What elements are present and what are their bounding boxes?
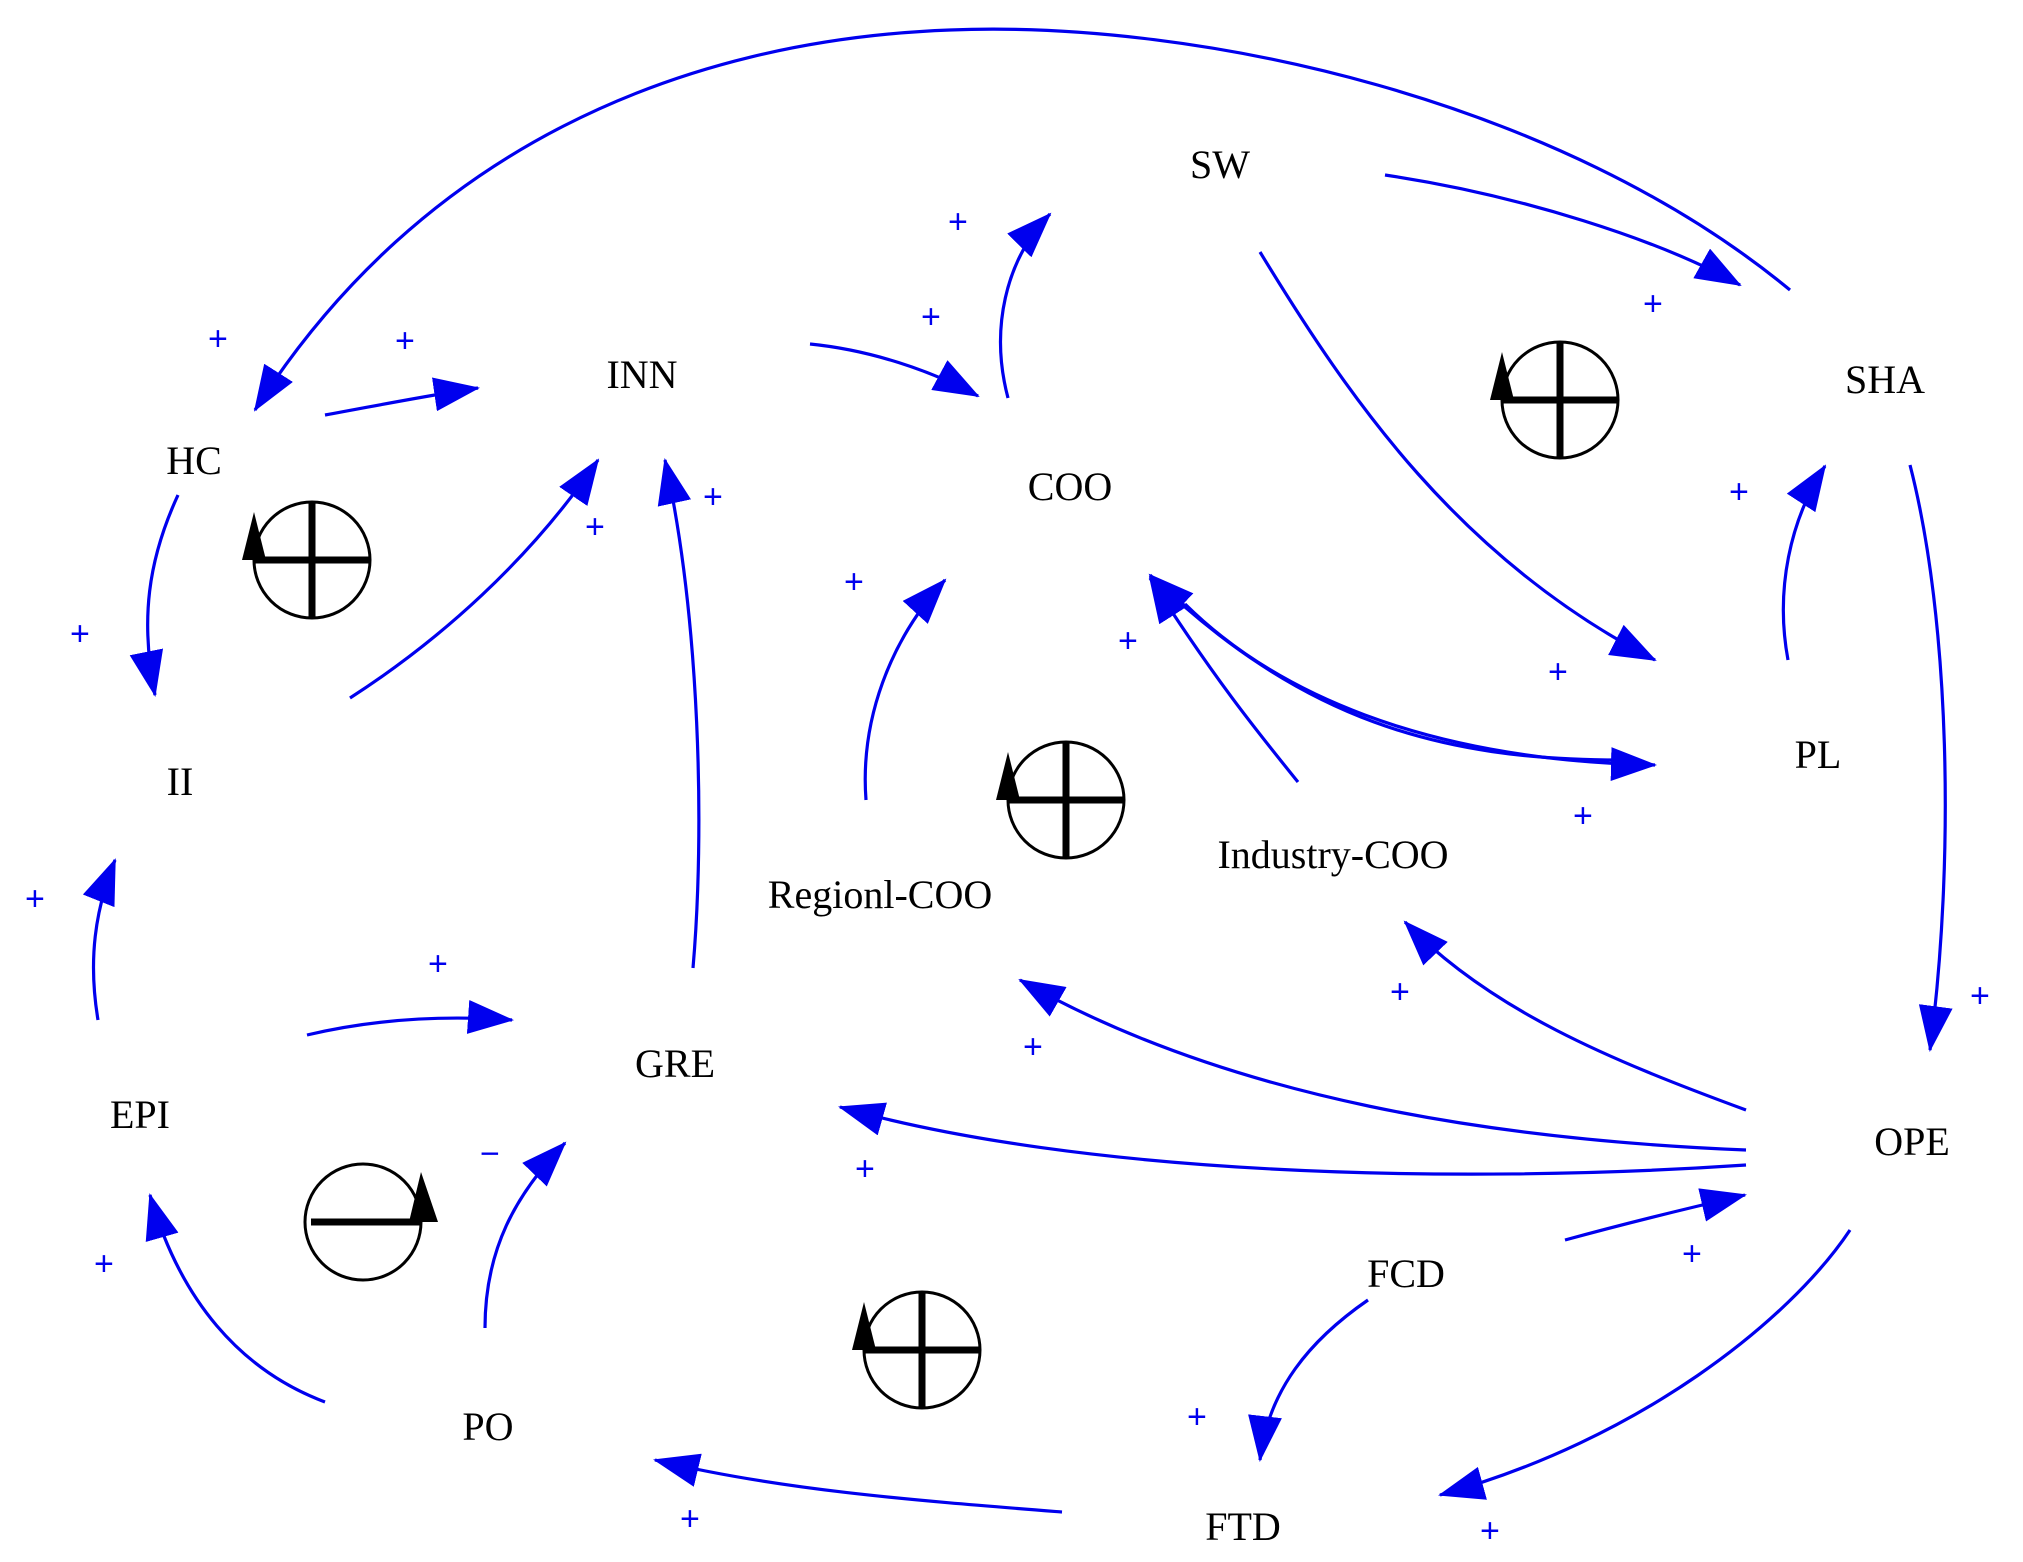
polarity-hc-inn: +	[395, 322, 415, 360]
polarity-ope-industry: +	[1390, 973, 1410, 1011]
node-fcd: FCD	[1367, 1251, 1445, 1296]
polarity-epi-gre: +	[428, 945, 448, 983]
reinforcing-loop-icon	[1490, 340, 1620, 460]
edge-sw-to-sha	[1384, 173, 1742, 287]
polarity-po-gre: −	[480, 1135, 500, 1173]
node-pl: PL	[1795, 732, 1842, 777]
polarity-sha-ope: +	[1970, 977, 1990, 1015]
edge-sha-to-ope	[1908, 464, 1953, 1052]
balancing-loop-icon	[303, 1162, 438, 1282]
node-sw: SW	[1190, 142, 1250, 187]
polarity-regional-coo: +	[844, 563, 864, 601]
polarity-pl-sha: +	[1729, 473, 1749, 511]
edge-fcd-to-ftd	[1248, 1298, 1369, 1462]
polarity-coo-pl: +	[1573, 797, 1593, 835]
polarity-sw-coo: +	[948, 203, 968, 241]
loop-markers	[242, 340, 1620, 1410]
reinforcing-loop-icon	[996, 740, 1126, 860]
edge-sha-to-hc	[253, 27, 1792, 412]
polarity-sw-sha: +	[1643, 285, 1663, 323]
edge-ftd-to-po	[653, 1453, 1063, 1514]
reinforcing-loop-icon	[852, 1290, 982, 1410]
node-hc: HC	[166, 438, 222, 483]
polarity-fcd-ftd: +	[1187, 1398, 1207, 1436]
edge-ope-to-ftd	[1438, 1229, 1852, 1500]
edges	[82, 27, 1953, 1514]
polarity-epi-ii: +	[25, 880, 45, 918]
edge-regional-coo-to-coo	[863, 578, 947, 801]
node-epi: EPI	[110, 1092, 170, 1137]
node-inn: INN	[606, 352, 677, 397]
polarity-po-epi: +	[94, 1245, 114, 1283]
edge-coo-to-sw	[998, 212, 1052, 399]
polarity-gre-inn: +	[703, 478, 723, 516]
edge-fcd-to-ope	[1564, 1188, 1747, 1242]
node-coo: COO	[1028, 464, 1112, 509]
polarity-ope-ftd: +	[1480, 1512, 1500, 1550]
node-gre: GRE	[635, 1041, 715, 1086]
polarity-ftd-po: +	[680, 1500, 700, 1538]
edge-hc-to-inn	[324, 377, 480, 417]
nodes: SW SHA INN HC COO PL II Regionl-COO Indu…	[110, 142, 1950, 1549]
reinforcing-loop-icon	[242, 500, 372, 620]
edge-epi-to-ii	[82, 858, 117, 1021]
edge-pl-to-coo	[1148, 573, 1621, 762]
edge-hc-to-ii	[129, 494, 180, 697]
node-ope: OPE	[1874, 1119, 1950, 1164]
polarities: + + + + + + + + + + + + + + + + + + + − …	[25, 203, 1990, 1550]
edge-ope-to-industry-coo	[1403, 920, 1747, 1112]
node-ii: II	[167, 759, 194, 804]
edge-pl-to-sha	[1781, 464, 1827, 661]
node-regional-coo: Regionl-COO	[768, 872, 992, 917]
edge-inn-to-coo	[809, 342, 980, 398]
polarity-sw-pl: +	[1548, 653, 1568, 691]
edge-ii-to-inn	[349, 458, 600, 700]
edge-po-to-gre	[483, 1141, 567, 1329]
polarity-ope-gre: +	[855, 1150, 875, 1188]
edge-ope-to-regional-coo	[1018, 978, 1747, 1152]
edge-sw-to-pl	[1258, 251, 1657, 662]
polarity-ii-inn: +	[585, 508, 605, 546]
polarity-pl-coo: +	[1118, 622, 1138, 660]
node-industry-coo: Industry-COO	[1217, 832, 1448, 877]
node-sha: SHA	[1845, 357, 1925, 402]
edge-po-to-epi	[145, 1193, 326, 1404]
edge-ope-to-gre	[838, 1102, 1747, 1176]
polarity-inn-coo: +	[921, 298, 941, 336]
polarity-fcd-ope: +	[1682, 1235, 1702, 1273]
node-po: PO	[462, 1404, 513, 1449]
edge-coo-to-pl	[1183, 602, 1657, 782]
edge-industry-coo-to-coo	[1148, 576, 1300, 784]
polarity-sha-hc: +	[208, 320, 228, 358]
edge-gre-to-inn	[657, 458, 701, 969]
polarity-ope-regional: +	[1023, 1028, 1043, 1066]
polarity-hc-ii: +	[70, 615, 90, 653]
edge-epi-to-gre	[306, 999, 514, 1037]
node-ftd: FTD	[1205, 1504, 1281, 1549]
